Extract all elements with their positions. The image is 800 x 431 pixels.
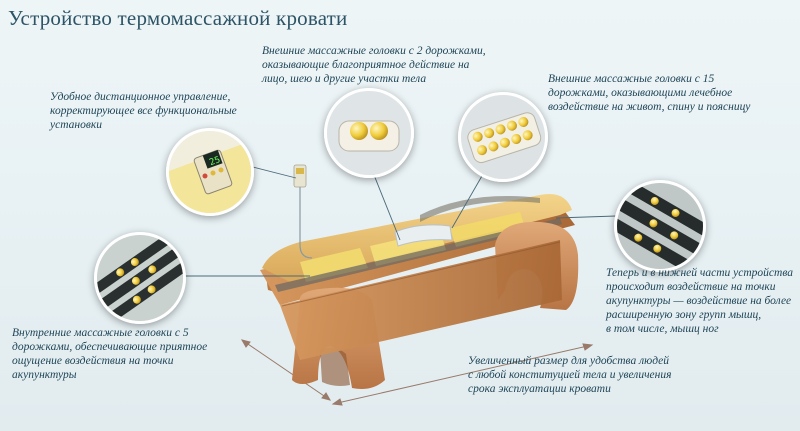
caption-inner-rollers: Внутренние массажные головки с 5 дорожка…: [12, 326, 207, 382]
caption-line: установки: [50, 119, 102, 131]
caption-line: Внешние массажные головки с 2 дорожками,: [262, 45, 486, 57]
fifteen-track-roller-icon: [461, 95, 545, 179]
caption-remote: Удобное дистанционное управление, коррек…: [50, 90, 237, 132]
lower-rollers-inset: [614, 180, 706, 272]
body-rollers-inset: [458, 92, 548, 182]
dimension-arrows: [240, 339, 594, 406]
remote-control-icon: 25: [169, 131, 251, 213]
caption-line: акупунктуры: [12, 369, 77, 381]
massage-bed: [260, 164, 579, 389]
inner-roller-icon: [97, 235, 183, 321]
caption-line: с любой конституцией тела и увеличения: [468, 369, 672, 381]
caption-line: Внешние массажные головки с 15: [548, 73, 715, 85]
head-rollers-inset: [324, 88, 414, 178]
caption-line: ощущение воздействия на точки: [12, 355, 174, 367]
caption-head-rollers: Внешние массажные головки с 2 дорожками,…: [262, 44, 486, 86]
remote-inset: 25: [166, 128, 254, 216]
caption-line: дорожками, оказывающими лечебное: [548, 87, 733, 99]
caption-lower-part: Теперь и в нижней части устройства проис…: [606, 266, 793, 336]
inner-rollers-inset: [94, 232, 186, 324]
caption-line: лицо, шею и другие участки тела: [262, 73, 427, 85]
caption-line: Удобное дистанционное управление,: [50, 91, 231, 103]
caption-line: воздействие на живот, спину и поясницу: [548, 101, 751, 113]
caption-size: Увеличенный размер для удобства людей с …: [468, 354, 671, 396]
caption-line: оказывающие благоприятное действие на: [262, 59, 470, 71]
caption-body-rollers: Внешние массажные головки с 15 дорожками…: [548, 72, 750, 114]
caption-line: Увеличенный размер для удобства людей: [468, 355, 670, 367]
caption-line: корректирующее все функциональные: [50, 105, 237, 117]
lower-roller-icon: [617, 183, 703, 269]
caption-line: акупунктуры — воздействие на более: [606, 295, 792, 307]
caption-line: происходит воздействие на точки: [606, 281, 776, 293]
caption-line: Внутренние массажные головки с 5: [12, 327, 189, 339]
caption-line: Теперь и в нижней части устройства: [606, 267, 793, 279]
caption-line: в том числе, мышц ног: [606, 323, 719, 335]
caption-line: расширенную зону групп мышц,: [606, 309, 762, 321]
two-track-roller-icon: [327, 91, 411, 175]
svg-text:25: 25: [208, 155, 222, 168]
page-title: Устройство термомассажной кровати: [8, 6, 348, 30]
caption-line: дорожками, обеспечивающие приятное: [12, 341, 208, 353]
caption-line: срока эксплуатации кровати: [468, 383, 611, 395]
